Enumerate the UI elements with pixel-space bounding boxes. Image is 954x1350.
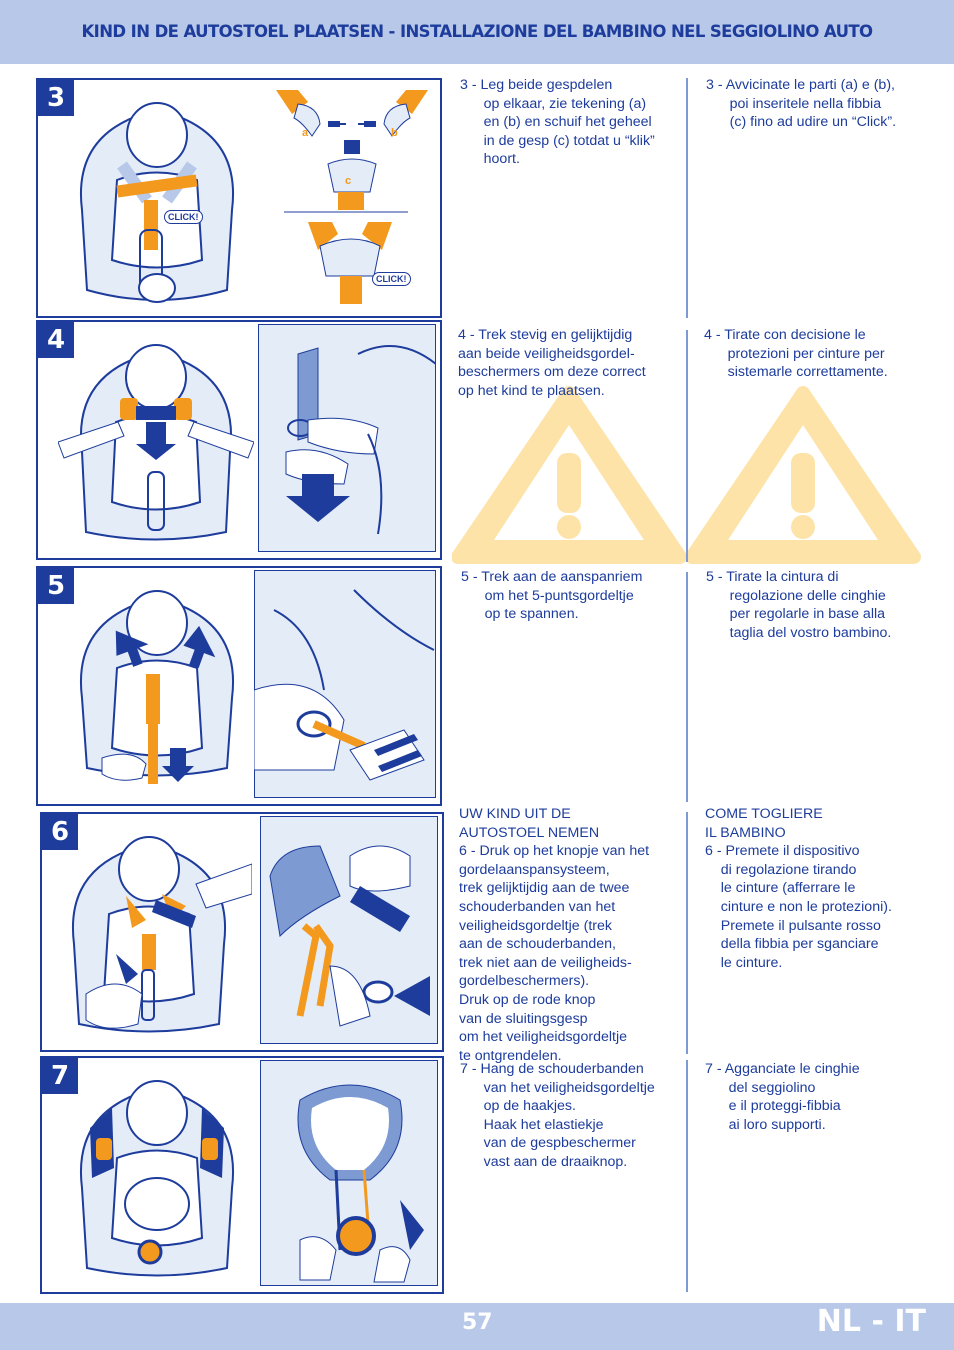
footer-band (0, 1303, 954, 1350)
part-label-b: b (391, 127, 398, 139)
buckle-detail-illustration (276, 90, 428, 304)
warning-icon (686, 386, 921, 564)
step-6-text-nl: UW KIND UIT DE AUTOSTOEL NEMEN 6 - Druk … (459, 806, 650, 1064)
header-band (0, 0, 954, 64)
release-button-detail-illustration (260, 816, 438, 1044)
warning-icon (452, 386, 687, 564)
step-number: 7 (42, 1058, 78, 1094)
step-4-text-nl: 4 - Trek stevig en gelijktijdig aan beid… (458, 327, 646, 399)
child-in-seat-illustration (80, 102, 234, 303)
step-number: 6 (42, 814, 78, 850)
step-number: 5 (38, 568, 74, 604)
step-5-text-it: 5 - Tirate la cintura di regolazione del… (706, 569, 892, 641)
step-4-text-it: 4 - Tirate con decisione le protezioni p… (704, 327, 888, 381)
step-number: 3 (38, 80, 74, 116)
child-in-seat-illustration (72, 836, 252, 1033)
column-divider (686, 812, 688, 1054)
adjuster-strap-detail-illustration (254, 570, 436, 798)
child-in-seat-illustration (80, 1080, 234, 1277)
buckle-protector-detail-illustration (260, 1060, 438, 1286)
column-divider (686, 78, 688, 318)
harness-protector-detail-illustration (258, 324, 436, 552)
step-3-text-it: 3 - Avvicinate le parti (a) e (b), poi i… (706, 77, 897, 131)
page-number: 57 (462, 1310, 493, 1335)
column-divider (686, 572, 688, 802)
child-in-seat-illustration (80, 590, 234, 784)
column-divider (686, 1060, 688, 1292)
part-label-a: a (302, 127, 309, 139)
step-number: 4 (38, 322, 74, 358)
click-label: CLICK! (164, 210, 203, 224)
language-label: NL - IT (816, 1304, 926, 1339)
click-label: CLICK! (372, 272, 411, 286)
step-5-text-nl: 5 - Trek aan de aanspanriem om het 5-pun… (461, 569, 643, 623)
child-in-seat-illustration (58, 344, 254, 541)
column-divider (686, 330, 688, 562)
step-6-text-it: COME TOGLIERE IL BAMBINO 6 - Premete il … (705, 806, 892, 971)
part-label-c: c (345, 175, 352, 187)
step-7-text-nl: 7 - Hang de schouderbanden van het veili… (460, 1061, 655, 1170)
step-7-text-it: 7 - Agganciate le cinghie del seggiolino… (705, 1061, 860, 1133)
step-3-text-nl: 3 - Leg beide gespdelen op elkaar, zie t… (460, 77, 655, 168)
page-title: KIND IN DE AUTOSTOEL PLAATSEN - INSTALLA… (81, 22, 874, 41)
